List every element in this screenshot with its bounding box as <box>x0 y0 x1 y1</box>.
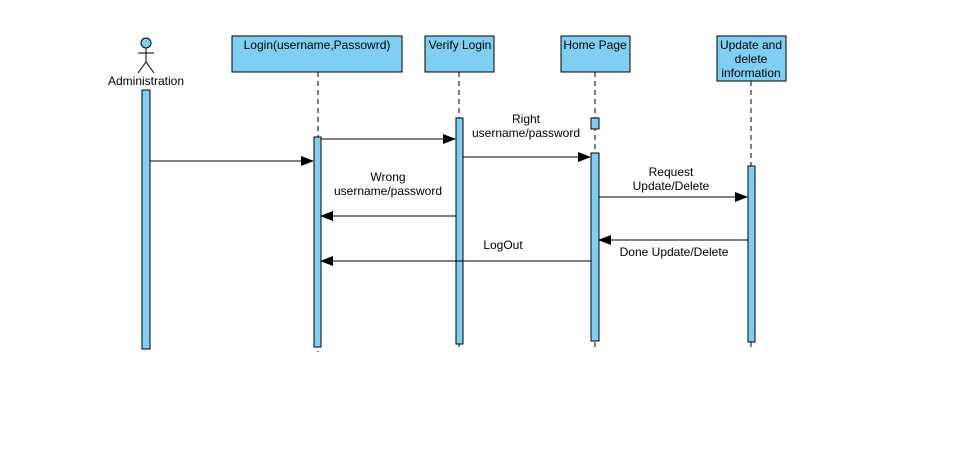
activation-bar-home <box>590 152 600 342</box>
lifeline-update-label-line-3: information <box>721 66 780 80</box>
lifeline-login-label: Login(username,Passowrd) <box>244 38 391 52</box>
actor-label: Administration <box>108 74 184 88</box>
lifeline-home-page: Home Page <box>560 35 631 350</box>
message-done-update-label: Done Update/Delete <box>620 245 729 259</box>
activation-bar-administration <box>141 89 151 350</box>
message-logout-label: LogOut <box>483 238 523 252</box>
actor-administration: Administration <box>108 37 184 350</box>
message-right-credentials-label-line-1: Right <box>512 112 541 126</box>
message-right-credentials-label-line-2: username/password <box>472 126 580 140</box>
lifeline-login-box <box>231 35 403 73</box>
lifeline-update-delete: Update and delete information <box>716 35 787 350</box>
lifeline-update-label-line-2: delete <box>735 52 768 66</box>
messages <box>150 134 748 266</box>
message-wrong-credentials-label-line-1: Wrong <box>370 170 405 184</box>
message-request-update-label-line-1: Request <box>649 165 694 179</box>
lifeline-verify-login: Verify Login <box>424 35 495 350</box>
lifeline-verify-box <box>424 35 495 73</box>
activation-bar-update <box>747 165 756 343</box>
message-request-update-label-line-2: Update/Delete <box>633 179 710 193</box>
lifeline-update-label-line-1: Update and <box>720 38 782 52</box>
activation-bar-home-small <box>590 117 600 130</box>
lifeline-update-box <box>716 35 787 82</box>
activation-bar-login <box>313 136 322 348</box>
lifeline-home-label: Home Page <box>563 38 627 52</box>
message-wrong-credentials-label-line-2: username/password <box>334 184 442 198</box>
lifeline-home-box <box>560 35 631 73</box>
message-labels: Right username/password Request Update/D… <box>334 112 729 259</box>
activation-bar-verify <box>455 117 464 345</box>
stick-figure-icon <box>137 37 155 74</box>
lifeline-login: Login(username,Passowrd) <box>231 35 403 352</box>
lifeline-verify-label: Verify Login <box>429 38 492 52</box>
